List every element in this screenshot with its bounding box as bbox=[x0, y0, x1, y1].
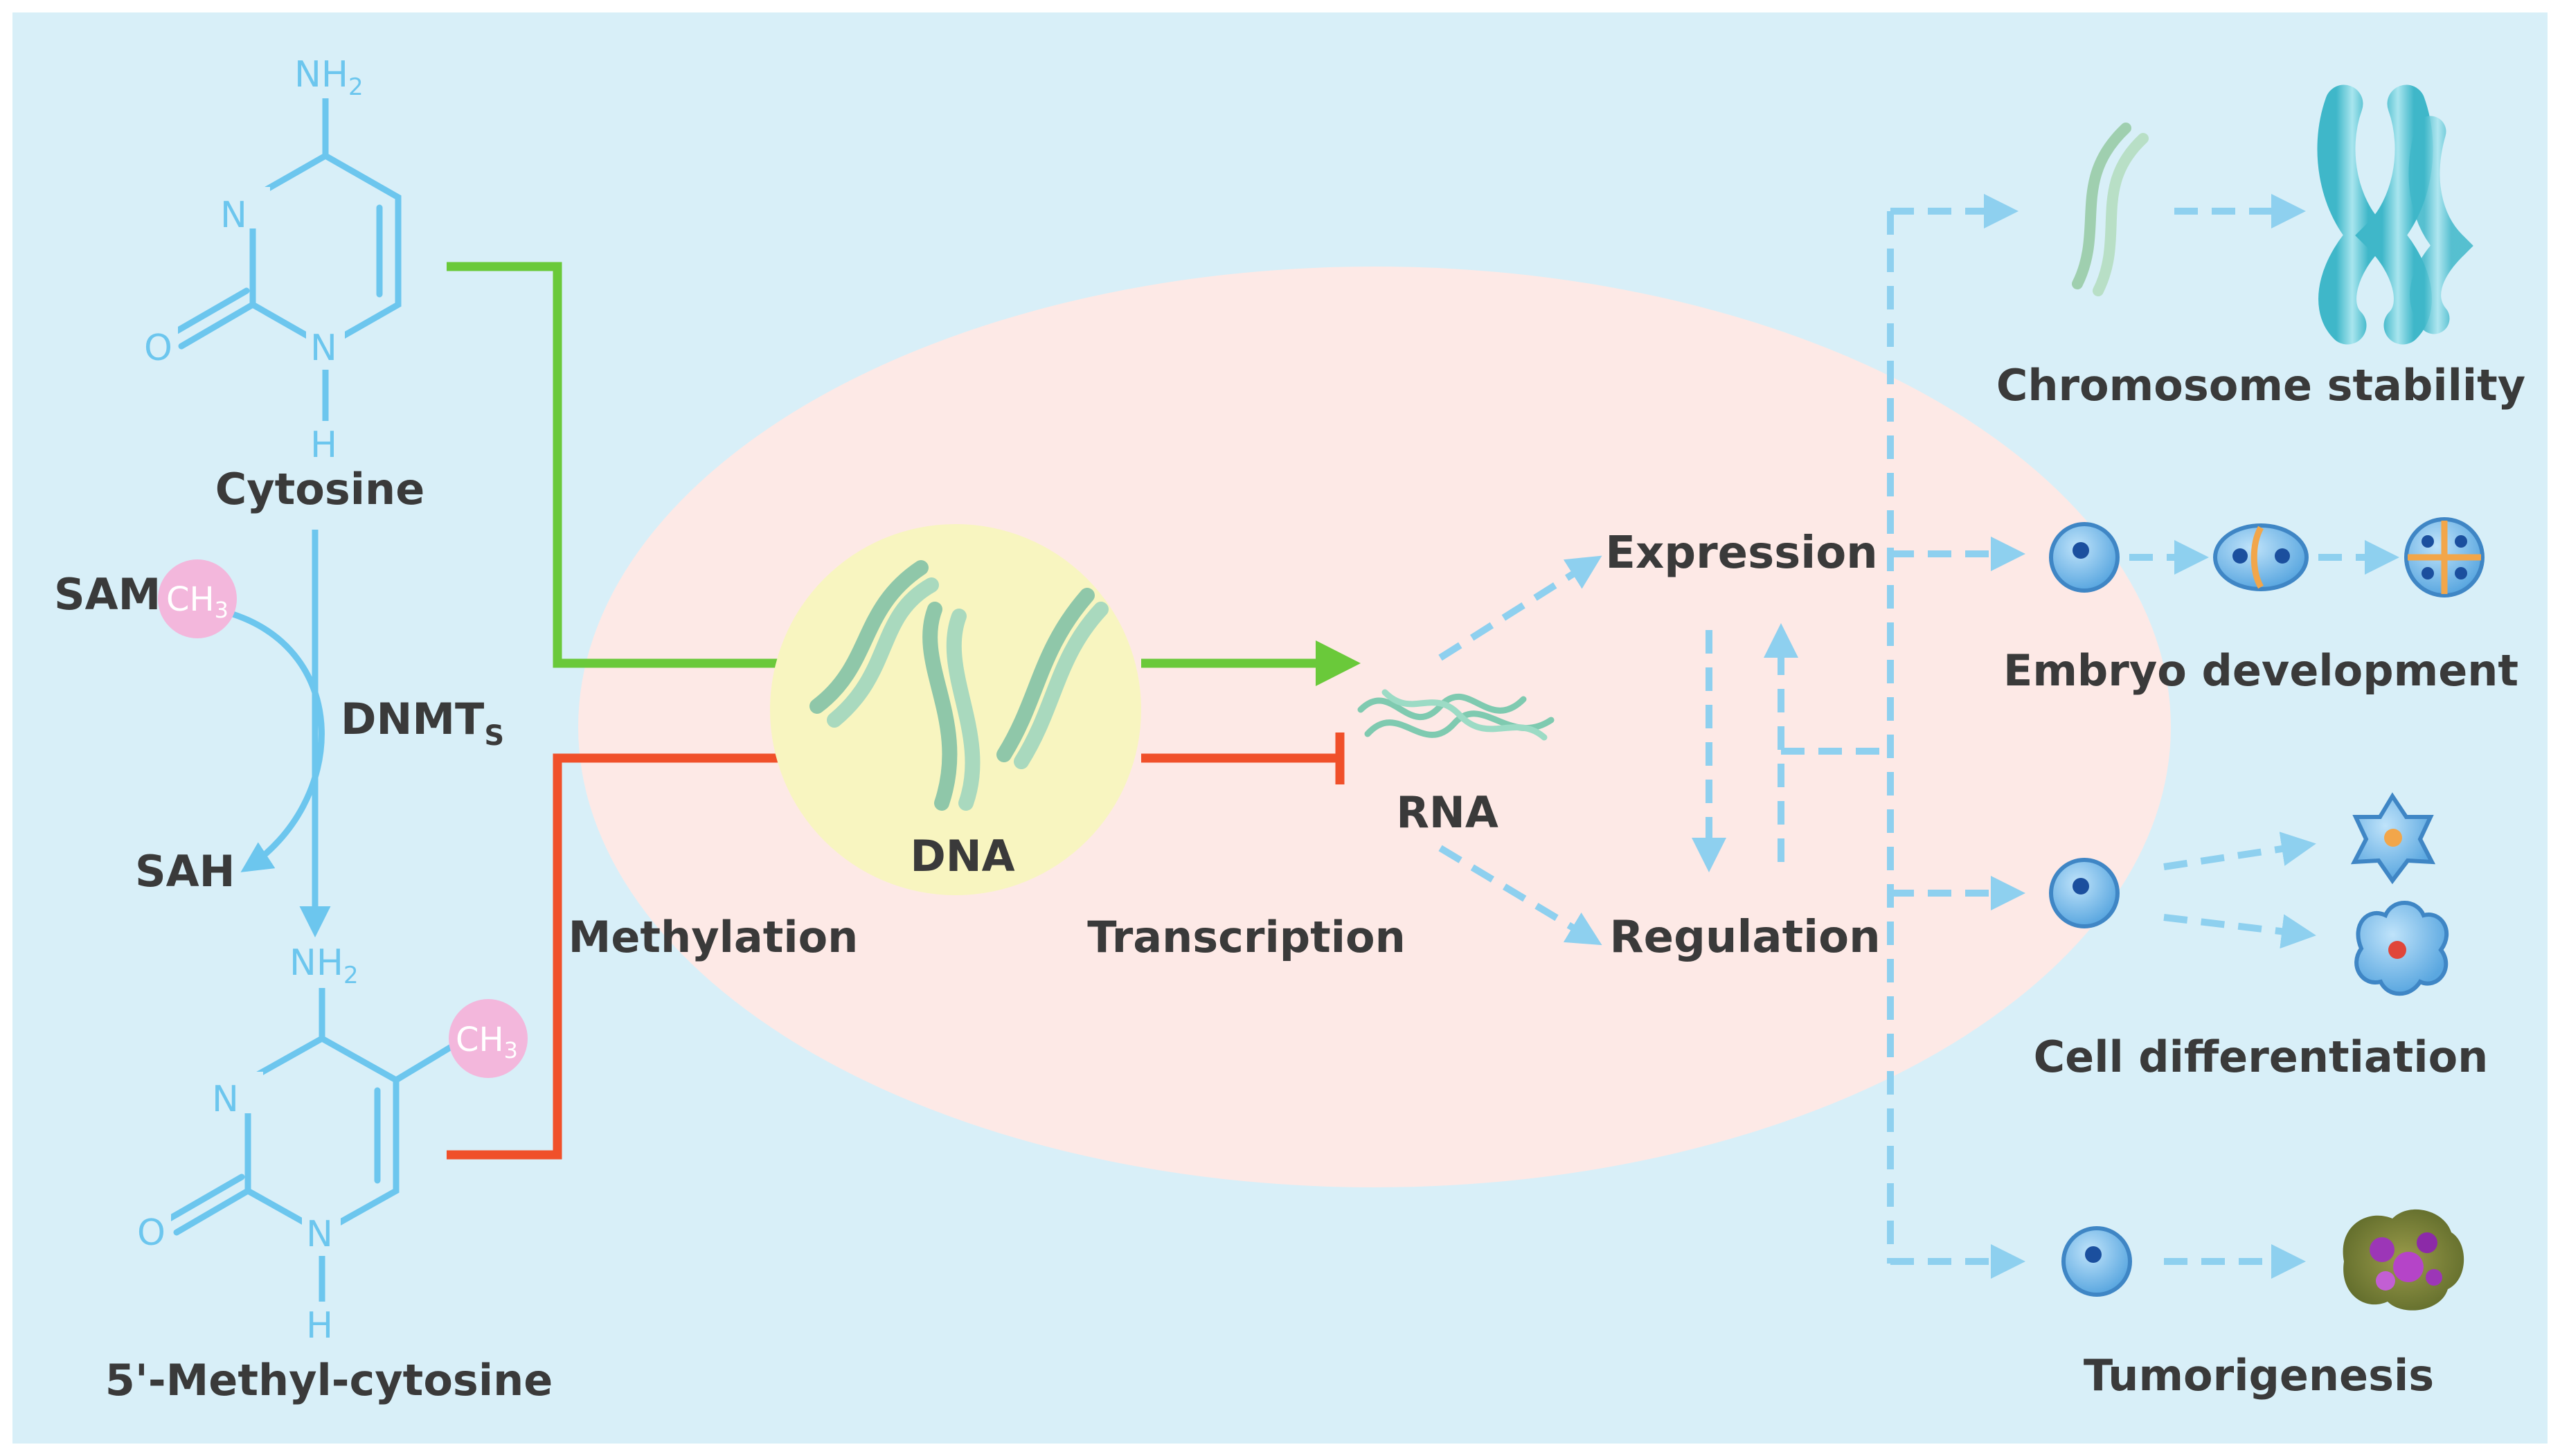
transcription-label: Transcription bbox=[1087, 912, 1406, 962]
sam-methyl-label: CH3 bbox=[166, 580, 229, 623]
cytosine-hydrogen: H bbox=[310, 424, 337, 466]
regulation-label: Regulation bbox=[1609, 912, 1880, 963]
expression-label: Expression bbox=[1605, 528, 1877, 579]
differentiation-arrow-upper bbox=[2163, 832, 2316, 870]
cytosine-amine-label: NH2 bbox=[294, 54, 364, 101]
inhibition-bar bbox=[1141, 733, 1345, 784]
dnmts-label: DNMTS bbox=[341, 694, 504, 752]
cytosine-base-n: N bbox=[310, 327, 337, 369]
methylcytosine-methyl-bubble bbox=[449, 999, 528, 1078]
methylcytosine-hydrogen: H bbox=[306, 1305, 333, 1347]
four-cell-icon bbox=[2404, 517, 2485, 597]
methylation-label: Methylation bbox=[569, 912, 859, 962]
sam-to-sah-arrow bbox=[227, 609, 325, 872]
cytosine-oxygen: O bbox=[144, 327, 172, 369]
dna-label: DNA bbox=[910, 831, 1014, 881]
cytosine-label: Cytosine bbox=[215, 464, 425, 514]
methylcytosine-atoms: NH2 N N O H CH3 bbox=[135, 942, 528, 1347]
cytosine-ring-n: N bbox=[220, 195, 247, 236]
rna-strand-icon bbox=[1357, 689, 1555, 741]
methylcytosine-oxygen: O bbox=[137, 1212, 165, 1254]
outcome-differentiation-label: Cell differentiation bbox=[2034, 1032, 2489, 1082]
rna-label: RNA bbox=[1396, 787, 1498, 838]
methylcytosine-base-n: N bbox=[306, 1214, 333, 1255]
stem-cell-icon bbox=[2049, 858, 2120, 928]
rna-to-regulation-arrow bbox=[1438, 845, 1602, 946]
sam-methyl-bubble bbox=[158, 559, 237, 638]
methylcytosine-methyl-label: CH3 bbox=[456, 1021, 518, 1063]
dna-helix-icon bbox=[809, 560, 1109, 811]
cytosine-to-dna-connector bbox=[447, 262, 782, 668]
single-cell-icon bbox=[2049, 522, 2120, 593]
sah-label: SAH bbox=[135, 846, 235, 897]
outcome-tumorigenesis-label: Tumorigenesis bbox=[2084, 1350, 2434, 1401]
clover-cell-icon bbox=[2354, 901, 2449, 996]
chromosome-icon bbox=[2317, 84, 2473, 345]
rna-to-expression-arrow bbox=[1438, 555, 1602, 661]
tumor-mass-icon bbox=[2343, 1209, 2464, 1311]
dna-small-icon bbox=[2072, 123, 2149, 296]
outcome-chromosome-label: Chromosome stability bbox=[1996, 360, 2525, 411]
methylcytosine-to-dna-connector bbox=[447, 753, 782, 1160]
normal-cell-icon bbox=[2061, 1226, 2132, 1297]
differentiation-arrow-lower bbox=[2163, 914, 2316, 949]
star-cell-icon bbox=[2350, 792, 2436, 885]
transcription-arrow bbox=[1141, 640, 1361, 686]
methylcytosine-label: 5'-Methyl-cytosine bbox=[105, 1355, 553, 1405]
methylcytosine-amine-label: NH2 bbox=[289, 942, 359, 989]
outcome-embryo-label: Embryo development bbox=[2003, 645, 2518, 696]
dna-circle bbox=[770, 524, 1141, 895]
two-cell-icon bbox=[2213, 523, 2309, 591]
cytosine-atoms: NH2 N N O H bbox=[142, 54, 364, 466]
methylcytosine-ring-n: N bbox=[212, 1079, 239, 1120]
sam-label: SAM bbox=[54, 569, 161, 620]
